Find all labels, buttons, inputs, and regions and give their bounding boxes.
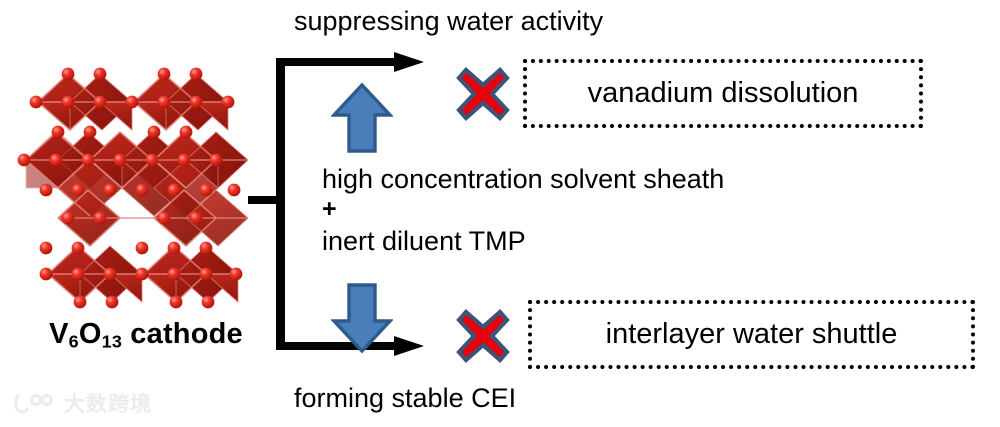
annotation-top: suppressing water activity (294, 6, 604, 36)
center-line-2: inert diluent TMP (322, 226, 526, 256)
red-cross-icon (455, 66, 511, 122)
up-arrow-icon (331, 82, 393, 154)
outcome-box-interlayer-water-shuttle: interlayer water shuttle (528, 300, 975, 369)
v6o13-crystal-structure-icon (8, 52, 270, 310)
caption-subscript-13: 13 (101, 331, 123, 352)
watermark-logo-icon (14, 392, 56, 416)
outcome-box-vanadium-dissolution: vanadium dissolution (523, 59, 923, 128)
watermark-text: 大数跨境 (64, 391, 152, 416)
red-cross-icon (455, 308, 511, 364)
annotation-bottom: forming stable CEI (294, 383, 517, 413)
caption-subscript-6: 6 (68, 331, 79, 352)
bracket-arrows-icon (248, 52, 478, 364)
outcome-label: interlayer water shuttle (605, 318, 898, 350)
caption-formula-o: O (78, 318, 102, 350)
center-line-1: high concentration solvent sheath (322, 164, 725, 194)
center-plus-symbol: + (322, 195, 337, 223)
down-arrow-icon (331, 282, 393, 354)
center-description: high concentration solvent sheath + iner… (322, 166, 724, 255)
crystal-caption: V6O13 cathode (16, 318, 276, 352)
watermark: 大数跨境 (14, 392, 152, 416)
caption-formula-v: V (49, 318, 69, 350)
outcome-label: vanadium dissolution (587, 77, 859, 109)
caption-suffix: cathode (122, 318, 243, 350)
